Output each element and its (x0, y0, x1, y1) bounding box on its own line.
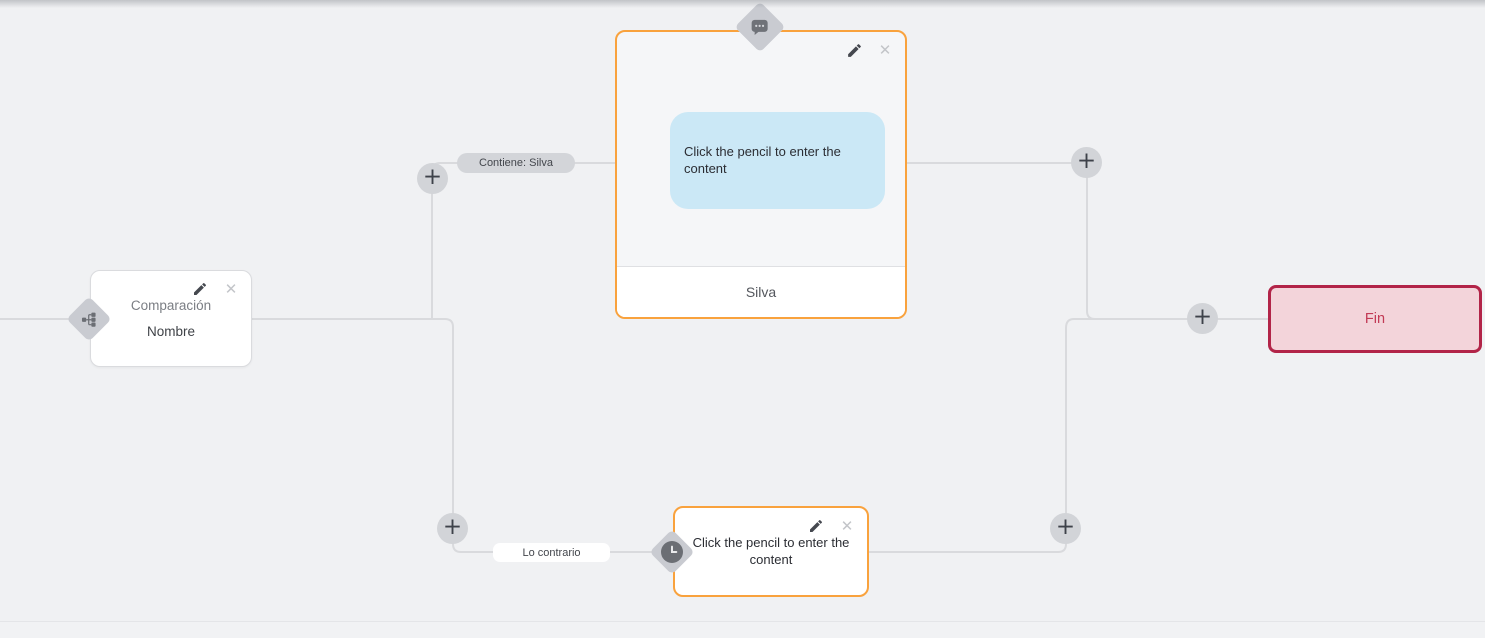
add-button-false-branch[interactable]: + (437, 513, 468, 544)
clock-block-node[interactable]: ✕ Click the pencil to enter the content (673, 506, 869, 597)
message-node[interactable]: ✕ Click the pencil to enter the content … (615, 30, 907, 319)
speech-bubble-icon (751, 19, 769, 36)
clock-icon (661, 541, 683, 563)
condition-node-title: Comparación (130, 298, 212, 313)
clock-block-handle[interactable] (649, 529, 695, 575)
message-node-footer-label: Silva (745, 284, 777, 300)
add-button-true-branch[interactable]: + (417, 163, 448, 194)
add-button-after-message[interactable]: + (1071, 147, 1102, 178)
edge-label-match: Contiene: Silva (457, 153, 575, 173)
edit-pencil-icon[interactable] (191, 280, 209, 298)
close-icon[interactable]: ✕ (876, 41, 894, 59)
edge-label-fallback: Lo contrario (493, 543, 610, 562)
message-bubble-text: Click the pencil to enter the content (684, 143, 841, 176)
add-button-before-end[interactable]: + (1187, 303, 1218, 334)
message-node-handle[interactable] (734, 1, 786, 53)
condition-node-handle[interactable] (66, 296, 112, 342)
canvas-bottom-edge (0, 621, 1485, 638)
branch-icon (81, 311, 97, 327)
edit-pencil-icon[interactable] (845, 41, 863, 59)
add-button-after-clock-block[interactable]: + (1050, 513, 1081, 544)
condition-node-subtitle: Nombre (146, 324, 195, 339)
close-icon[interactable]: ✕ (222, 280, 240, 298)
close-icon[interactable]: ✕ (838, 517, 856, 535)
end-node-label: Fin (1364, 311, 1386, 327)
clock-block-placeholder-text: Click the pencil to enter the content (692, 535, 850, 567)
condition-node[interactable]: ✕ Comparación Nombre (90, 270, 252, 367)
end-node[interactable]: Fin (1268, 285, 1482, 353)
message-node-footer: Silva (617, 266, 905, 317)
edit-pencil-icon[interactable] (807, 517, 825, 535)
message-bubble: Click the pencil to enter the content (670, 112, 885, 209)
